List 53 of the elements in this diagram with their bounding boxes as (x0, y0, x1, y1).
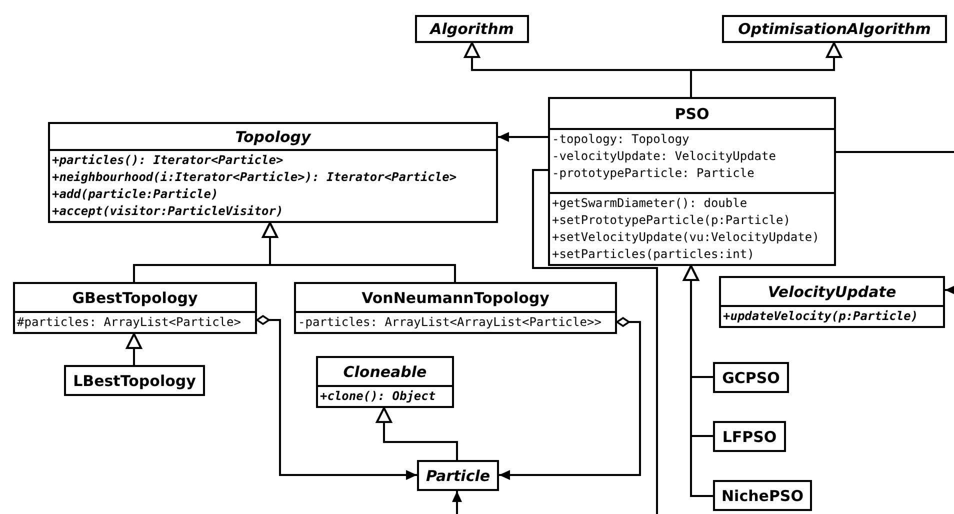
association-arrow (452, 491, 462, 514)
method-text: +setVelocityUpdate(vu:VelocityUpdate) (552, 229, 820, 246)
generalization-arrow (683, 265, 713, 497)
generalization-arrow (376, 407, 458, 460)
aggregation-arrow (499, 317, 641, 480)
method-text: +setPrototypeParticle(p:Particle) (552, 212, 792, 229)
class-name: PSO (674, 104, 710, 122)
class-box (415, 15, 529, 43)
method-text: +clone(): Object (320, 388, 437, 405)
attribute-text: -topology: Topology (552, 131, 690, 148)
method-text: +particles(): Iterator<Particle> (52, 152, 284, 169)
class-box (316, 356, 454, 408)
association-arrow (498, 132, 548, 142)
method-text: +getSwarmDiameter(): double (552, 195, 748, 212)
association-arrow (945, 285, 954, 295)
class-name: LFPSO (722, 428, 777, 446)
generalization-arrow (690, 42, 842, 97)
class-box (64, 365, 205, 396)
class-name: GBestTopology (72, 288, 198, 306)
class-name: Topology (235, 128, 311, 146)
class-name: Cloneable (343, 362, 427, 380)
class-name: OptimisationAlgorithm (738, 20, 931, 38)
class-box (719, 276, 945, 328)
method-text: +neighbourhood(i:Iterator<Particle>): Iterator<Particle> (52, 169, 458, 186)
attribute-text: -velocityUpdate: VelocityUpdate (552, 148, 777, 165)
method-text: +setParticles(particles:int) (552, 246, 756, 263)
class-box (13, 282, 257, 334)
generalization-arrow (126, 333, 142, 365)
attribute-text: -prototypeParticle: Particle (552, 165, 756, 182)
class-name: GCPSO (722, 368, 780, 386)
class-name: LBestTopology (73, 372, 196, 390)
connector-line (532, 169, 658, 514)
attribute-text: #particles: ArrayList<Particle> (17, 314, 242, 331)
class-box (548, 97, 836, 266)
class-box (713, 480, 812, 511)
class-name: Algorithm (430, 20, 514, 38)
method-text: +accept(visitor:ParticleVisitor) (52, 203, 284, 220)
aggregation-arrow (256, 315, 417, 480)
class-name: VelocityUpdate (768, 282, 896, 300)
method-text: +updateVelocity(p:Particle) (723, 308, 920, 325)
generalization-arrow (262, 222, 456, 282)
class-box (294, 282, 617, 334)
class-name: Particle (426, 466, 490, 484)
method-text: +add(particle:Particle) (52, 186, 220, 203)
connector-line (836, 151, 954, 153)
class-box (722, 15, 947, 43)
class-box (48, 122, 498, 223)
class-box (713, 421, 786, 452)
class-box (417, 460, 499, 491)
class-name: NichePSO (722, 486, 804, 504)
attribute-text: -particles: ArrayList<ArrayList<Particle>> (298, 314, 602, 331)
class-box (713, 362, 789, 393)
class-name: VonNeumannTopology (362, 288, 550, 306)
